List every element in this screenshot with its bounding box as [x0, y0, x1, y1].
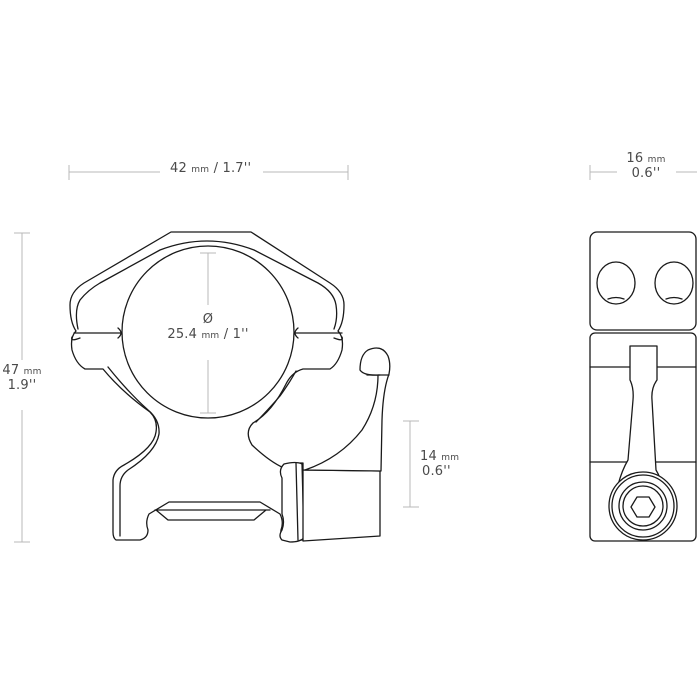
base-height-value: 14 [420, 449, 437, 464]
depth-unit: mm [647, 155, 666, 165]
diameter-imperial: 1'' [232, 326, 249, 342]
depth-dimension-label: 16 mm 0.6'' [620, 151, 672, 182]
diameter-dimension-label: Ø 25.4 mm / 1'' [158, 312, 258, 343]
base-inner-edge-right [255, 370, 297, 423]
ring-split-line-lower [71, 336, 343, 341]
hex-socket-icon [630, 496, 656, 518]
height-imperial: 1.9'' [7, 377, 37, 393]
dimension-height-line [14, 232, 30, 543]
width-separator: / [209, 161, 223, 176]
height-unit: mm [23, 367, 42, 377]
base-height-dimension-label: 14 mm 0.6'' [420, 449, 466, 480]
tube-bore [121, 245, 295, 419]
width-imperial: 1.7'' [222, 161, 252, 176]
side-view [589, 231, 697, 542]
front-view [69, 231, 391, 543]
diameter-symbol-icon: Ø [202, 312, 214, 327]
lever-housing [302, 469, 381, 542]
dimension-diameter-line [200, 252, 216, 414]
ring-cap-inner-edge [75, 240, 338, 330]
release-lever [304, 347, 391, 472]
depth-value: 16 [626, 151, 644, 166]
side-screw-hole-left [596, 261, 636, 305]
diameter-separator: / [219, 326, 233, 342]
side-cap-block [589, 231, 697, 331]
dimension-base-height-line [403, 420, 419, 508]
base-height-unit: mm [441, 453, 460, 463]
depth-imperial: 0.6'' [631, 165, 661, 181]
diameter-unit: mm [201, 330, 220, 341]
clamp-jaw [279, 461, 305, 543]
width-unit: mm [191, 165, 210, 175]
base-inner-edge-left [107, 366, 160, 537]
width-dimension-label: 42 mm / 1.7'' [166, 161, 256, 177]
dimension-depth-line [589, 165, 697, 180]
base-height-imperial: 0.6'' [422, 463, 451, 479]
side-screw-hole-right [654, 261, 694, 305]
height-dimension-label: 47 mm 1.9'' [0, 363, 44, 394]
diameter-value: 25.4 [167, 326, 198, 342]
dimension-width-line [68, 165, 349, 180]
height-value: 47 [2, 363, 20, 378]
rail-slot [154, 509, 271, 521]
width-value: 42 [170, 161, 187, 176]
